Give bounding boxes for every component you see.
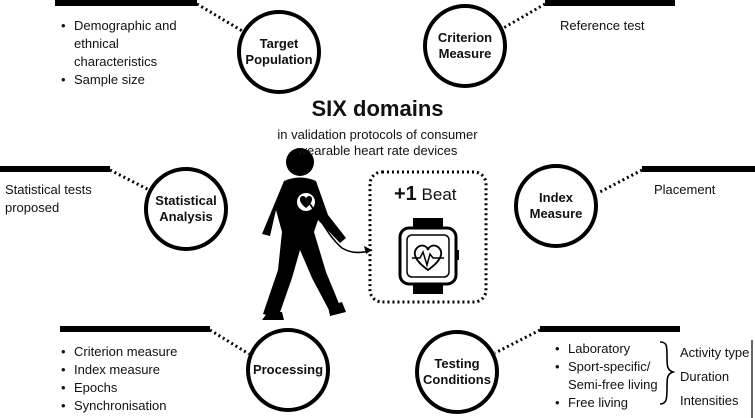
watch-box: [368, 170, 488, 304]
circle-processing: [246, 328, 330, 412]
index-line1: Index: [539, 190, 573, 205]
criterion-detail: Reference test: [560, 18, 645, 33]
target-line1: Target: [259, 36, 299, 51]
heart-icon: [297, 193, 315, 211]
node-processing: Processing: [248, 330, 328, 410]
beat-word: Beat: [421, 185, 457, 204]
walking-person-icon: [262, 148, 346, 320]
list-item: Criterion measure: [60, 343, 240, 361]
testing-line1: Testing: [434, 356, 480, 371]
bar-target: [55, 0, 197, 6]
list-item: Sport-specific/Semi-free living: [554, 358, 664, 394]
bar-criterion: [545, 0, 675, 6]
criterion-line1: Criterion: [437, 30, 493, 45]
testing-brace: [659, 341, 676, 405]
beat-label: +1 Beat: [394, 184, 457, 205]
processing-label: Processing: [252, 362, 324, 377]
list-item: Free living: [554, 394, 664, 412]
statistical-line1: Statistical: [155, 193, 217, 208]
node-criterion-measure: Criterion Measure: [425, 6, 505, 86]
testing-conditions-list: Laboratory Sport-specific/Semi-free livi…: [554, 340, 664, 412]
list-item: Epochs: [60, 379, 240, 397]
node-testing-conditions: Testing Conditions: [417, 332, 497, 412]
node-index-measure: Index Measure: [516, 166, 596, 246]
bar-processing: [60, 326, 210, 332]
testing-extra-intensities: Intensities: [680, 393, 739, 408]
arrow-to-watch: [309, 203, 373, 254]
list-item: Index measure: [60, 361, 240, 379]
circle-statistical-analysis: [144, 167, 228, 251]
circle-target-population: [237, 10, 321, 94]
processing-list: Criterion measure Index measure Epochs S…: [60, 343, 240, 415]
node-target-population: Target Population: [239, 12, 319, 92]
diagram-title: SIX domains: [311, 96, 444, 121]
bar-testing: [540, 326, 680, 332]
node-statistical-analysis: Statistical Analysis: [146, 169, 226, 249]
testing-extra-duration: Duration: [680, 369, 730, 384]
testing-extra-activity-type: Activity type: [680, 345, 750, 360]
bar-index: [642, 166, 755, 172]
criterion-line2: Measure: [438, 46, 492, 61]
circle-criterion-measure: [423, 4, 507, 88]
testing-line2: Conditions: [423, 372, 491, 387]
circle-testing-conditions: [415, 330, 499, 414]
target-line2: Population: [245, 52, 313, 67]
beat-plus: +1: [394, 183, 417, 205]
index-detail: Placement: [654, 182, 716, 197]
smartwatch-icon: [398, 218, 459, 294]
diagram-subtitle-line1: in validation protocols of consumer: [277, 127, 478, 142]
circle-index-measure: [514, 164, 598, 248]
dotted-connectors: [109, 2, 643, 356]
statistical-detail: Statistical tests proposed: [5, 182, 92, 215]
diagram-subtitle-line2: wearable heart rate devices: [297, 143, 458, 158]
list-item: Sample size: [60, 71, 230, 89]
index-line2: Measure: [529, 206, 583, 221]
list-item: Laboratory: [554, 340, 664, 358]
statistical-line2: Analysis: [159, 209, 213, 224]
list-item: Synchronisation: [60, 397, 240, 415]
bar-statistical: [0, 166, 110, 172]
